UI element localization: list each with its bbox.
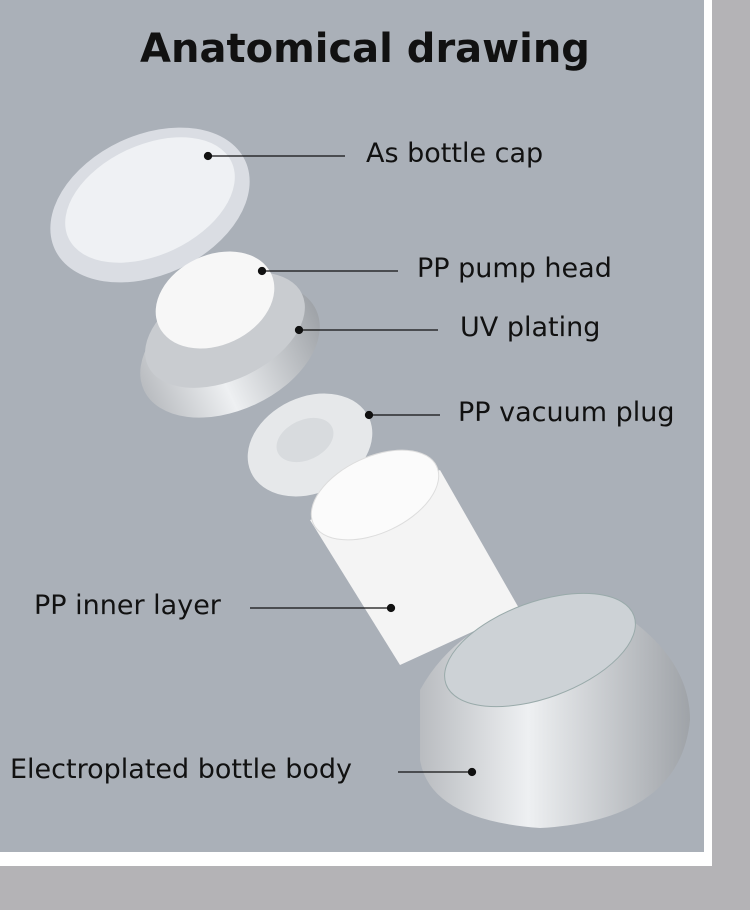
leader-lines [203, 151, 477, 777]
label-bottle-body: Electroplated bottle body [10, 754, 353, 785]
label-pump-head: PP pump head [417, 253, 612, 284]
bottle-cap [50, 127, 250, 283]
pump-head [140, 251, 320, 418]
label-bottle-cap: As bottle cap [366, 138, 544, 169]
bottle-body [420, 592, 690, 828]
label-inner-layer: PP inner layer [34, 590, 221, 621]
page-title: Anatomical drawing [140, 26, 590, 72]
label-uv-plating: UV plating [460, 312, 601, 343]
label-vacuum-plug: PP vacuum plug [458, 397, 675, 428]
inner-layer [310, 449, 520, 665]
